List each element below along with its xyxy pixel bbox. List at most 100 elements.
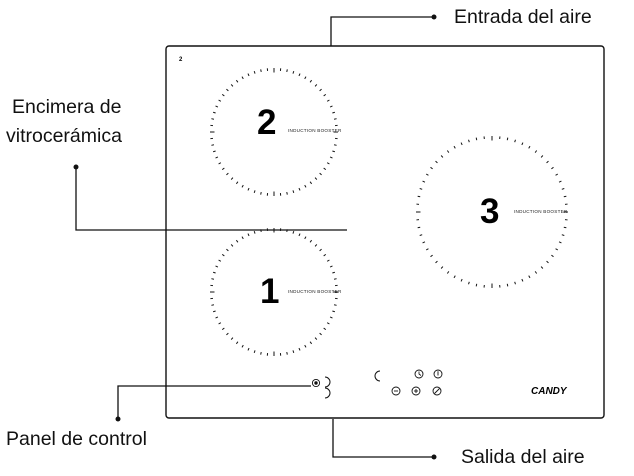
zone-ring-tick — [215, 105, 219, 108]
zone-ring-tick — [323, 93, 327, 97]
zone-2-booster-label: INDUCTION BOOSTER — [288, 128, 342, 133]
hob-outline — [165, 45, 605, 419]
zone-ring-tick — [292, 70, 295, 74]
air-inlet-leader — [330, 16, 434, 46]
zone-ring-tick — [292, 230, 295, 234]
air-inlet-label: Entrada del aire — [454, 6, 592, 28]
zone-ring-tick — [521, 142, 524, 146]
zone-ring-tick — [528, 145, 531, 149]
control-panel: CANDY — [311, 369, 568, 399]
zone-ring-tick — [440, 266, 444, 269]
zone-ring-tick — [561, 234, 565, 236]
zone-ring-tick — [332, 150, 336, 153]
zone-ring-tick — [215, 156, 219, 159]
zone-ring-tick — [253, 70, 256, 74]
zone-ring-tick — [417, 226, 421, 229]
zone-ring-tick — [253, 350, 256, 354]
zone-ring-tick — [540, 155, 544, 158]
zone-ring-tick — [304, 184, 307, 188]
power-icon — [433, 369, 443, 379]
zone-ring-tick — [292, 190, 295, 194]
zone-ring-tick — [460, 142, 463, 146]
zone-ring-tick — [211, 144, 215, 146]
zone-ring-tick — [309, 341, 313, 345]
zone-ring-tick — [304, 76, 307, 80]
zone-ring-tick — [253, 190, 256, 194]
zone-1-number: 1 — [260, 272, 279, 311]
zone-ring-tick — [326, 259, 330, 262]
zone-ring-tick — [221, 253, 225, 257]
zone-ring-tick — [521, 278, 524, 282]
zone-ring-tick — [323, 167, 327, 171]
zone-ring-tick — [260, 351, 262, 355]
plus-icon — [411, 386, 421, 396]
zone-ring-tick — [506, 137, 509, 141]
control-panel-label: Panel de control — [6, 428, 147, 450]
zone-ring-tick — [212, 111, 216, 114]
zone-ring-tick — [260, 69, 262, 73]
zone-ring-tick — [417, 195, 421, 198]
zone-ring-tick — [333, 278, 337, 280]
control-panel-leader — [117, 385, 311, 419]
zone-ring-tick — [453, 145, 456, 149]
zone-ring-tick — [309, 79, 313, 83]
minus-icon — [391, 386, 401, 396]
zone-ring-tick — [292, 350, 295, 354]
zone-ring-tick — [218, 259, 222, 262]
zone-ring-tick — [333, 118, 337, 120]
zone-ring-tick — [323, 327, 327, 331]
zone-ring-tick — [558, 241, 562, 244]
zone-ring-tick — [514, 281, 516, 285]
zone-ring-tick — [298, 233, 301, 237]
zone-ring-tick — [235, 341, 239, 345]
zone-ring-tick — [440, 155, 444, 158]
zone-ring-tick — [235, 79, 239, 83]
zone-ring-tick — [551, 166, 554, 170]
zone-ring-tick — [326, 162, 330, 165]
zone-ring-tick — [226, 248, 229, 252]
zone-ring-tick — [425, 173, 429, 176]
zone-ring-tick — [235, 181, 239, 185]
zone-ring-tick — [226, 332, 229, 336]
zone-2: 2 INDUCTION BOOSTER — [210, 68, 342, 196]
zone-ring-tick — [319, 172, 322, 176]
ceramic-top-leader — [75, 167, 347, 231]
zone-ring-tick — [563, 195, 567, 198]
zone-ring-tick — [430, 166, 433, 170]
zone-ring-tick — [475, 283, 478, 287]
zone-ring-tick — [453, 275, 456, 279]
zone-ring-tick — [230, 337, 234, 340]
zone-ring-tick — [319, 88, 322, 92]
power-level-icon — [374, 370, 381, 382]
zone-ring-tick — [546, 260, 549, 264]
zone-ring-tick — [329, 316, 333, 319]
air-outlet-leader — [332, 419, 434, 458]
zone-ring-tick — [309, 181, 313, 185]
zone-ring-tick — [422, 241, 426, 244]
zone-ring-tick — [446, 150, 450, 153]
zone-ring-tick — [247, 347, 250, 351]
zone-ring-tick — [286, 191, 288, 195]
zone-ring-tick — [425, 248, 429, 251]
zone-selector-icon — [324, 387, 331, 399]
brand-logo: CANDY — [531, 386, 568, 397]
zone-ring-tick — [286, 351, 288, 355]
zone-ring-tick — [241, 184, 244, 188]
zone-1-booster-label: INDUCTION BOOSTER — [288, 289, 342, 294]
zone-ring-tick — [329, 105, 333, 108]
zone-ring-tick — [230, 244, 234, 247]
zone-ring-tick — [555, 173, 559, 176]
corner-mark: 2 — [179, 57, 183, 63]
zone-ring-tick — [460, 278, 463, 282]
zone-ring-tick — [319, 332, 322, 336]
zone-ring-tick — [329, 156, 333, 159]
zone-ring-tick — [314, 177, 318, 180]
zone-ring-tick — [309, 239, 313, 243]
zone-ring-tick — [558, 180, 562, 183]
zone-ring-tick — [314, 337, 318, 340]
zone-ring-tick — [419, 188, 423, 190]
zone-ring-tick — [555, 248, 559, 251]
zone-3-booster-label: INDUCTION BOOSTER — [514, 209, 568, 214]
zone-3-number: 3 — [480, 192, 499, 231]
zone-ring-tick — [230, 177, 234, 180]
